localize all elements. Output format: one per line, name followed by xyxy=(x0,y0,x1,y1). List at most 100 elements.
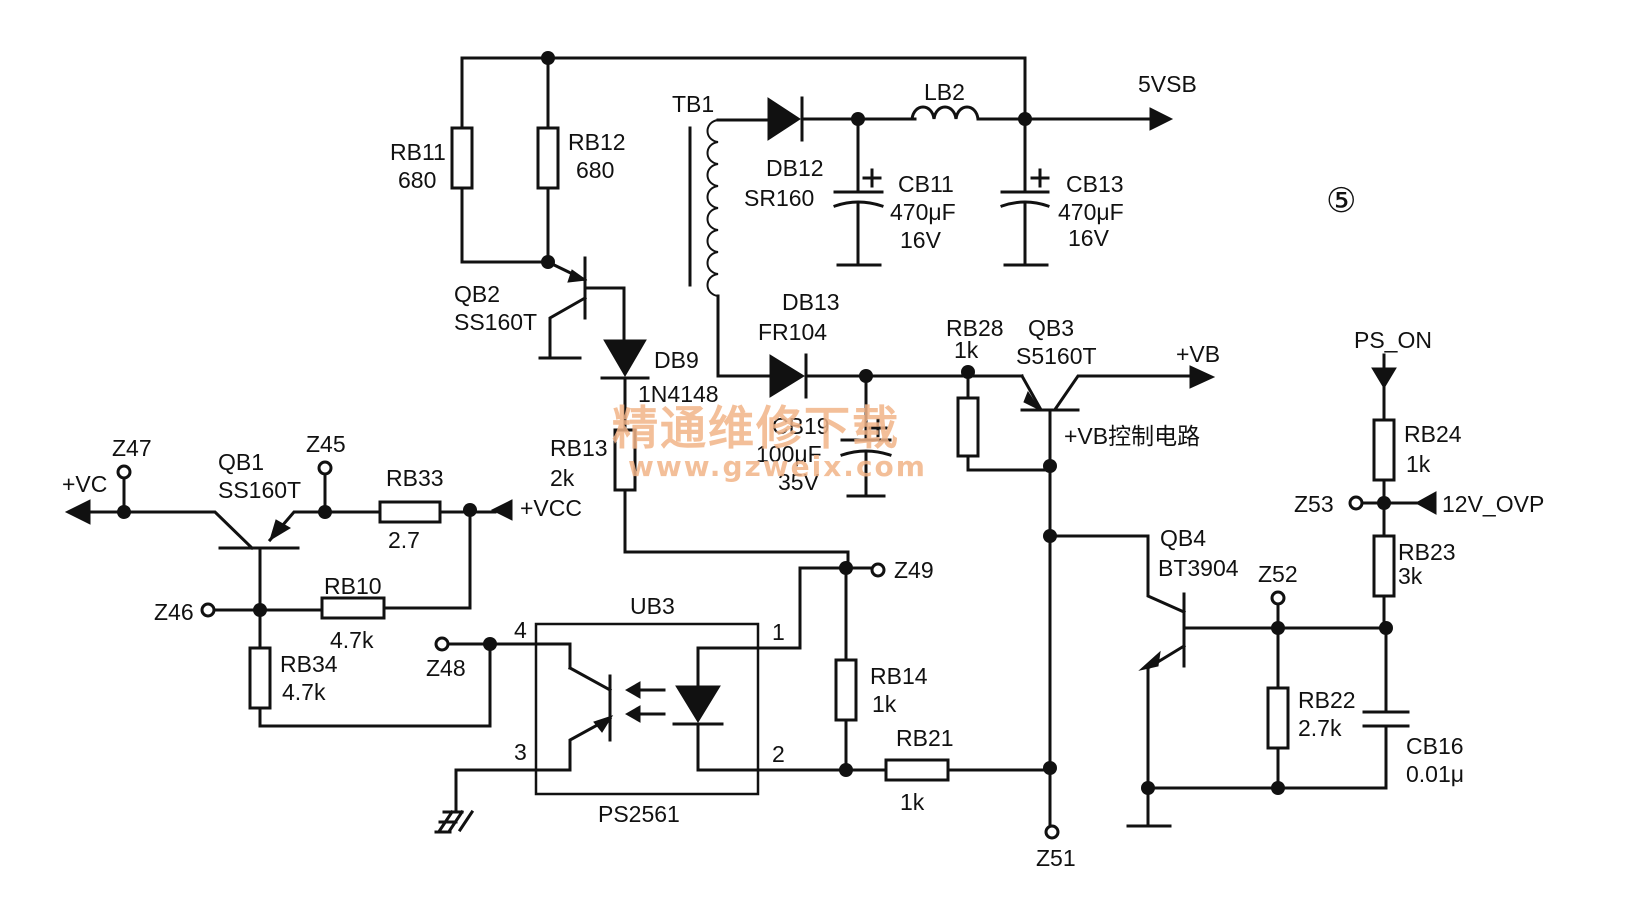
label-qb4: QB4 xyxy=(1160,525,1206,551)
label-pin4: 4 xyxy=(514,617,527,643)
ub3-optocoupler xyxy=(434,566,888,834)
label-vc: +VC xyxy=(62,471,107,497)
label-db13: DB13 xyxy=(782,289,840,315)
rb12-resistor xyxy=(536,126,560,190)
vb-arrow xyxy=(1189,365,1216,389)
label-rb34: RB34 xyxy=(280,651,338,677)
label-z48: Z48 xyxy=(426,655,466,681)
label-pin3: 3 xyxy=(514,739,527,765)
label-rb34-value: 4.7k xyxy=(282,679,326,705)
rb21-resistor xyxy=(884,758,950,782)
label-pin1: 1 xyxy=(772,619,785,645)
label-qb1-value: SS160T xyxy=(218,477,301,503)
label-cb11-voltage: 16V xyxy=(900,227,942,253)
label-pin2: 2 xyxy=(772,741,785,767)
label-qb4-value: BT3904 xyxy=(1158,555,1239,581)
label-rb11: RB11 xyxy=(390,139,446,165)
label-z47: Z47 xyxy=(112,435,152,461)
label-db12: DB12 xyxy=(766,155,824,181)
rb22-resistor xyxy=(1266,686,1290,750)
z47-testpoint xyxy=(116,464,132,480)
label-cb19-value: 100μF xyxy=(756,441,822,467)
label-qb2: QB2 xyxy=(454,281,500,307)
label-cb16: CB16 xyxy=(1406,733,1464,759)
label-cb19-voltage: 35V xyxy=(778,469,820,495)
db9-diode xyxy=(603,339,647,377)
rb14-resistor xyxy=(834,658,858,722)
label-rb12: RB12 xyxy=(568,129,626,155)
vsb-arrow xyxy=(1149,107,1174,131)
label-rb24: RB24 xyxy=(1404,421,1462,447)
lb2-inductor xyxy=(910,105,980,120)
rb28-resistor xyxy=(956,396,980,458)
label-qb3: QB3 xyxy=(1028,315,1074,341)
label-vb: +VB xyxy=(1176,341,1220,367)
rb10-resistor xyxy=(320,596,386,620)
label-qb2-value: SS160T xyxy=(454,309,537,335)
rb24-resistor xyxy=(1372,418,1396,482)
label-12v-ovp: 12V_OVP xyxy=(1442,491,1544,517)
watermark-line2: www.gzweix.com xyxy=(628,450,927,483)
label-db12-value: SR160 xyxy=(744,185,814,211)
label-ps-on: PS_ON xyxy=(1354,327,1432,353)
rb23-resistor xyxy=(1372,534,1396,598)
watermark: 精通维修下载 www.gzweix.com xyxy=(612,401,927,483)
label-z49: Z49 xyxy=(894,557,934,583)
label-rb24-value: 1k xyxy=(1406,451,1431,477)
db12-diode xyxy=(767,97,801,141)
z49-testpoint xyxy=(870,562,886,578)
z45-testpoint xyxy=(317,460,333,476)
label-rb22-value: 2.7k xyxy=(1298,715,1342,741)
label-rb28: RB28 xyxy=(946,315,1004,341)
label-rb23-value: 3k xyxy=(1398,563,1423,589)
label-rb14-value: 1k xyxy=(872,691,897,717)
label-rb23: RB23 xyxy=(1398,539,1456,565)
z51-testpoint xyxy=(1044,824,1060,840)
label-rb10-value: 4.7k xyxy=(330,627,374,653)
label-rb22: RB22 xyxy=(1298,687,1356,713)
label-rb21: RB21 xyxy=(896,725,954,751)
cb11-capacitor xyxy=(833,200,884,208)
label-z51: Z51 xyxy=(1036,845,1076,871)
label-cb11: CB11 xyxy=(898,171,954,197)
label-lb2: LB2 xyxy=(924,79,965,105)
label-z46: Z46 xyxy=(154,599,194,625)
z52-testpoint xyxy=(1270,590,1286,606)
rb33-resistor xyxy=(378,500,442,524)
label-db9: DB9 xyxy=(654,347,699,373)
label-db13-value: FR104 xyxy=(758,319,827,345)
tb1-winding xyxy=(706,119,719,297)
label-rb21-value: 1k xyxy=(900,789,925,815)
label-tb1: TB1 xyxy=(672,91,714,117)
label-cb13: CB13 xyxy=(1066,171,1124,197)
label-vb-control: +VB控制电路 xyxy=(1064,423,1200,449)
z46-testpoint xyxy=(200,602,216,618)
component-labels: 5VSB TB1 LB2 DB12 SR160 CB11 470μF 16V C… xyxy=(62,71,1544,871)
label-z45: Z45 xyxy=(306,431,346,457)
label-qb1: QB1 xyxy=(218,449,264,475)
label-qb3-value: S5160T xyxy=(1016,343,1097,369)
rb34-resistor xyxy=(248,646,272,710)
watermark-line1: 精通维修下载 xyxy=(612,401,900,455)
rb14-rb21-section xyxy=(834,561,1052,782)
z53-testpoint xyxy=(1348,495,1364,511)
label-z52: Z52 xyxy=(1258,561,1298,587)
label-cb16-value: 0.01μ xyxy=(1406,761,1464,787)
db13-diode xyxy=(769,354,805,398)
label-rb33-value: 2.7 xyxy=(388,527,420,553)
figure-number: ⑤ xyxy=(1326,181,1356,221)
qb4-section xyxy=(1048,534,1410,828)
label-rb14: RB14 xyxy=(870,663,928,689)
rb11-resistor xyxy=(450,126,474,190)
label-cb19: CB19 xyxy=(772,413,830,439)
label-db9-value: 1N4148 xyxy=(638,381,719,407)
vsb-section xyxy=(450,51,1174,378)
label-rb13-value: 2k xyxy=(550,465,575,491)
label-rb33: RB33 xyxy=(386,465,444,491)
label-cb13-voltage: 16V xyxy=(1068,225,1110,251)
cb13-capacitor xyxy=(1000,200,1050,208)
label-ub3-part: PS2561 xyxy=(598,801,680,827)
z48-testpoint xyxy=(434,636,450,652)
label-5vsb: 5VSB xyxy=(1138,71,1197,97)
